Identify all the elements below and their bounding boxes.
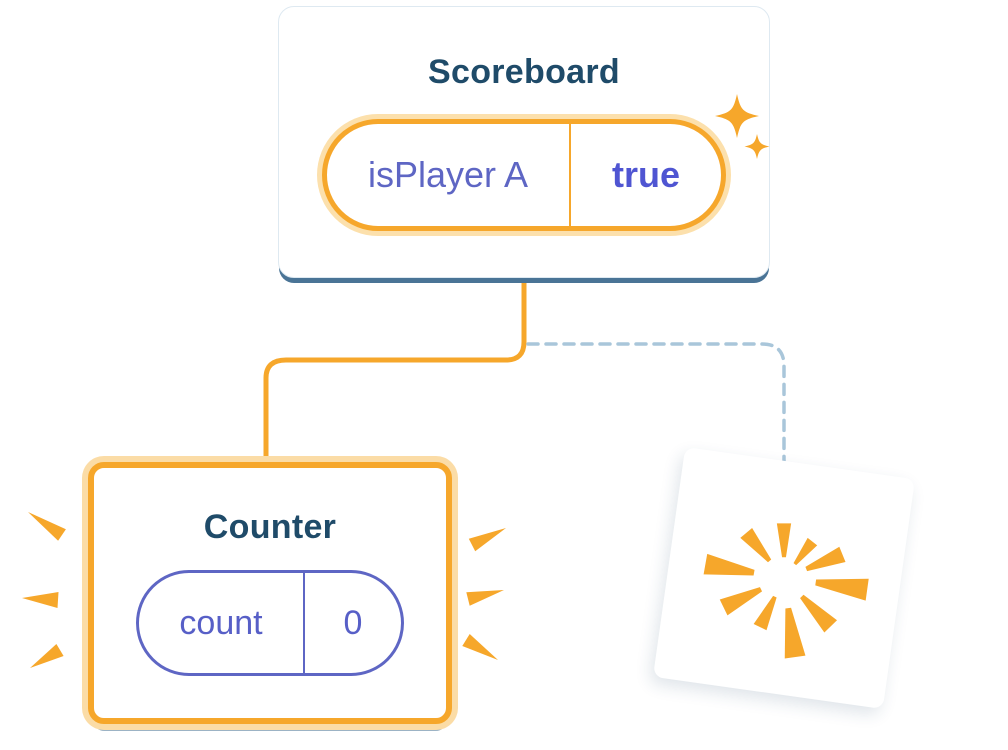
dashed-connector-removed-component xyxy=(526,342,786,464)
scoreboard-state-pill: isPlayer A true xyxy=(322,119,726,231)
counter-state-name-label: count xyxy=(179,603,263,642)
scoreboard-card: Scoreboard isPlayer A true xyxy=(278,6,770,278)
counter-title: Counter xyxy=(203,508,337,546)
solid-connector-scoreboard-counter xyxy=(263,275,527,459)
state-value-label: true xyxy=(569,124,721,226)
removed-component-card xyxy=(652,446,916,710)
counter-card: Counter count 0 xyxy=(88,462,452,724)
scoreboard-title: Scoreboard xyxy=(428,53,620,91)
poof-burst-icon xyxy=(703,523,869,659)
counter-state-pill: count 0 xyxy=(136,570,404,676)
counter-state-value-label: 0 xyxy=(303,573,401,673)
emphasis-rays-right-icon xyxy=(462,528,506,660)
state-name-label: isPlayer A xyxy=(367,154,529,195)
emphasis-rays-left-icon xyxy=(22,512,66,668)
